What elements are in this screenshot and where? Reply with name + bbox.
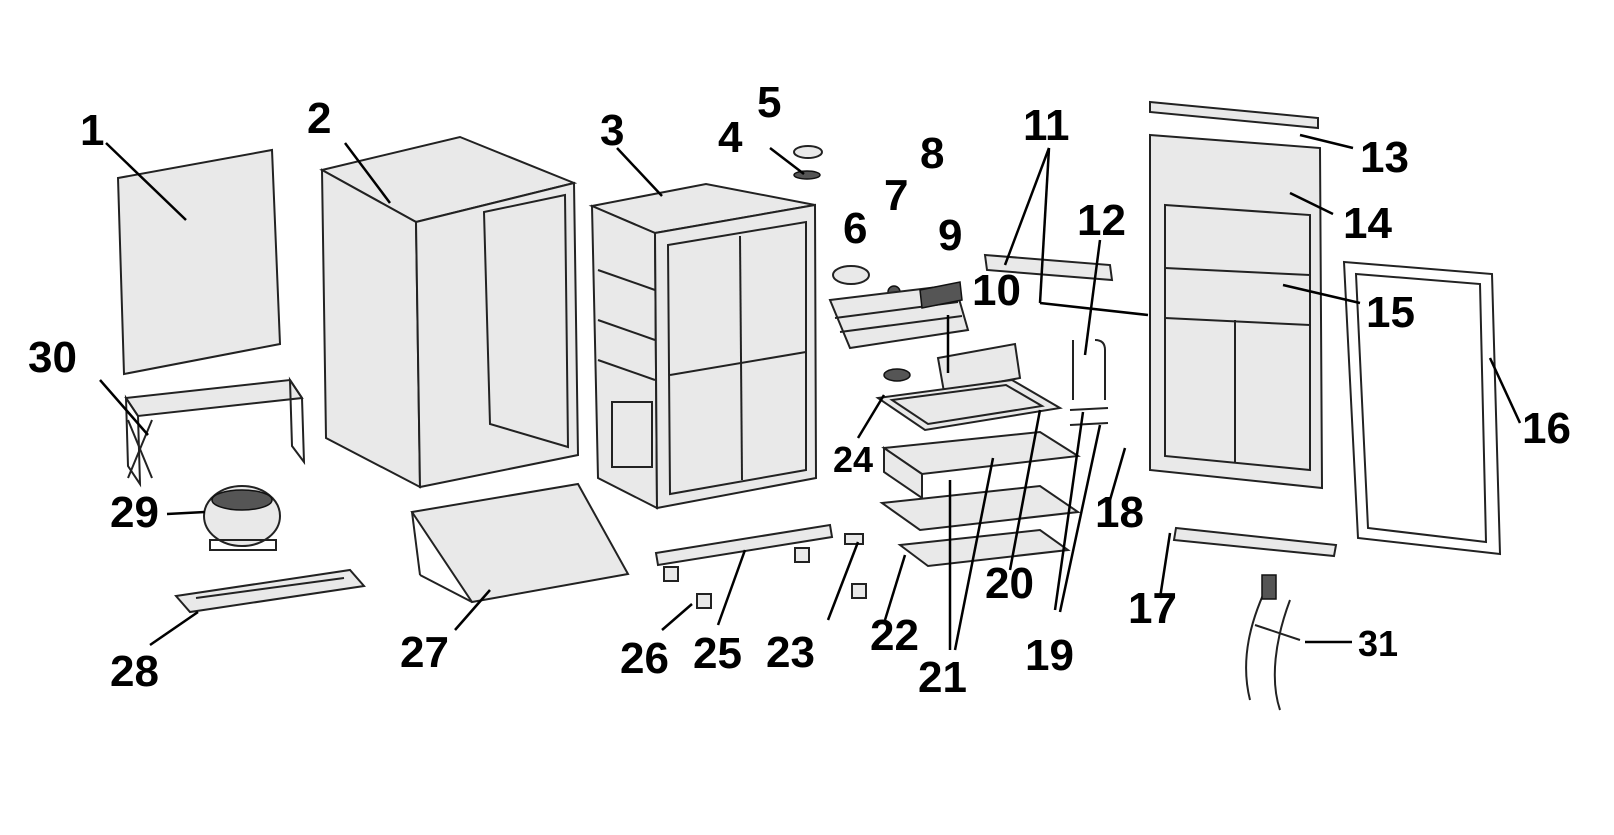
label-part-23: 23 [766,628,815,677]
part-5-thermostat-knob [793,145,823,159]
label-part-20: 20 [985,559,1034,608]
label-part-19: 19 [1025,631,1074,680]
part-16-door-gasket [1342,260,1502,556]
part-23-hinge-bottom [844,533,867,599]
leader-lines [99,133,1522,651]
label-part-15: 15 [1366,288,1415,337]
label-part-12: 12 [1077,196,1126,245]
label-part-30: 30 [28,333,77,382]
part-29-compressor [203,485,281,551]
label-part-27: 27 [400,628,449,677]
part-1-back-panel [116,148,282,376]
part-8-9-evaporator [828,281,970,350]
part-14-door-liner [1149,133,1324,490]
part-24-ice-tray [875,368,1063,432]
label-part-4: 4 [718,113,743,162]
label-part-24: 24 [833,439,873,480]
label-part-28: 28 [110,647,159,696]
part-22-shelf [897,528,1071,568]
part-28-base-plate [174,568,366,614]
part-25-front-trim [654,523,834,567]
part-13-door-top-trim [1149,100,1319,130]
part-labels: 1 2 3 4 5 6 7 8 9 10 11 12 13 14 15 16 1… [28,78,1571,702]
label-part-16: 16 [1522,404,1571,453]
part-2-cabinet-shell [319,135,580,489]
part-3-inner-liner [588,182,818,510]
label-part-7: 7 [884,171,908,220]
part-27-bottom-panel [410,482,630,604]
label-part-6: 6 [843,204,867,253]
part-10-drip-plate [936,342,1022,394]
part-6-light-cover [832,265,870,285]
label-part-1: 1 [80,106,104,155]
part-30-condenser-frame [124,376,306,488]
part-19-hinge-pins [1069,407,1109,426]
label-part-17: 17 [1128,584,1177,633]
part-12-hinge [1072,339,1106,400]
label-part-29: 29 [110,488,159,537]
label-part-13: 13 [1360,133,1409,182]
label-part-18: 18 [1095,488,1144,537]
label-part-26: 26 [620,634,669,683]
label-part-31: 31 [1358,623,1398,664]
label-part-10: 10 [972,266,1021,315]
part-4-knob-plate [793,170,821,180]
part-21-crisper [881,430,1081,500]
label-part-14: 14 [1343,199,1392,248]
part-31-power-cord [1245,574,1301,711]
part-26-leveling-legs [663,547,810,609]
label-part-3: 3 [600,106,624,155]
label-part-5: 5 [757,78,781,127]
label-part-22: 22 [870,611,919,660]
label-part-8: 8 [920,129,944,178]
label-part-11: 11 [1023,101,1070,150]
label-part-2: 2 [307,94,331,143]
part-17-door-handle [1172,526,1338,558]
label-part-25: 25 [693,629,742,678]
part-11-door-stop [983,253,1114,282]
label-part-21: 21 [918,653,967,702]
label-part-9: 9 [938,211,962,260]
